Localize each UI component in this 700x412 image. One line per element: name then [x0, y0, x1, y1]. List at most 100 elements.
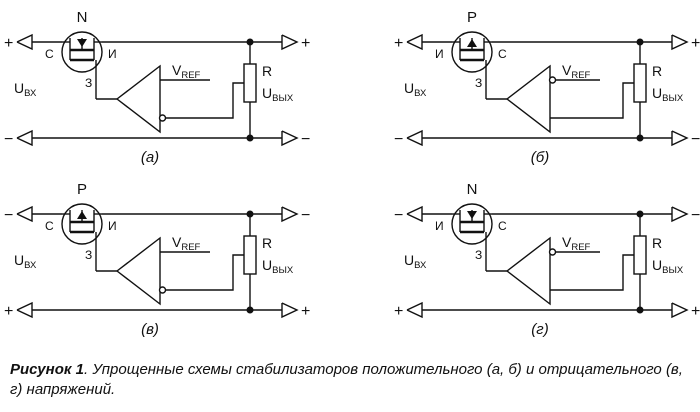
input-terminal-top	[16, 205, 33, 223]
output-terminal-top	[281, 34, 299, 51]
comparator-inverting-bubble	[158, 286, 167, 294]
vref-label: VREF	[172, 234, 201, 253]
circuit-1: + − + − N С И З VREF R UВХ UВЫХ (а)	[4, 9, 310, 166]
vout-label: UВЫХ	[652, 85, 684, 104]
output-terminal-top	[671, 206, 689, 223]
comparator-triangle	[506, 64, 551, 134]
terminal-sign-in-top: −	[394, 207, 403, 224]
resistor	[243, 63, 257, 103]
resistor-label: R	[262, 63, 272, 79]
resistor-label: R	[652, 63, 662, 79]
terminal-sign-out-bottom: −	[301, 131, 310, 148]
output-terminal-bottom	[671, 302, 689, 319]
vref-label: VREF	[172, 62, 201, 81]
input-terminal-bottom	[16, 301, 33, 319]
junction-dot-top	[636, 210, 644, 218]
circuit-caption: (в)	[141, 321, 159, 338]
junction-dot-top	[636, 38, 644, 46]
transistor-pin-left-label: С	[45, 219, 54, 233]
transistor-type-label: N	[467, 181, 478, 198]
terminal-sign-out-top: −	[301, 207, 310, 224]
terminal-sign-in-top: −	[4, 207, 13, 224]
transistor-gate-label: З	[85, 76, 92, 90]
comparator-inverting-bubble	[548, 248, 557, 256]
resistor-label: R	[652, 235, 662, 251]
transistor-circle	[61, 203, 103, 245]
figure-caption-label: Рисунок 1	[10, 361, 84, 378]
transistor-pin-right-label: С	[498, 219, 507, 233]
vin-label: UВХ	[404, 80, 427, 99]
junction-dot-bottom	[636, 306, 644, 314]
input-terminal-bottom	[16, 129, 33, 147]
transistor-gate-label: З	[475, 76, 482, 90]
feedback-wire	[550, 82, 634, 119]
transistor-circle	[61, 31, 103, 73]
input-terminal-top	[406, 33, 423, 51]
output-terminal-top	[281, 206, 299, 223]
comparator-triangle	[116, 64, 161, 134]
terminal-sign-out-top: −	[691, 207, 700, 224]
circuit-caption: (а)	[141, 149, 159, 166]
transistor-pin-left-label: И	[435, 219, 444, 233]
vin-label: UВХ	[14, 80, 37, 99]
comparator-inverting-bubble	[158, 114, 167, 122]
circuit-caption: (г)	[531, 321, 548, 338]
output-terminal-top	[671, 34, 689, 51]
terminal-sign-out-bottom: +	[691, 303, 700, 320]
terminal-sign-out-bottom: −	[691, 131, 700, 148]
output-terminal-bottom	[281, 130, 299, 147]
transistor-pin-left-label: С	[45, 47, 54, 61]
terminal-sign-out-top: +	[301, 35, 310, 52]
terminal-sign-in-bottom: +	[4, 303, 13, 320]
junction-dot-bottom	[246, 134, 254, 142]
transistor-pin-right-label: И	[108, 47, 117, 61]
transistor-circle	[451, 31, 493, 73]
input-terminal-top	[16, 33, 33, 51]
figure-caption-text: . Упрощенные схемы стабилизаторов положи…	[10, 361, 683, 398]
feedback-wire	[550, 254, 634, 291]
vout-label: UВЫХ	[652, 257, 684, 276]
comparator-inverting-bubble	[548, 76, 557, 84]
transistor-circle	[451, 203, 493, 245]
figure-caption: Рисунок 1. Упрощенные схемы стабилизатор…	[10, 360, 690, 400]
circuit-caption: (б)	[531, 149, 549, 166]
junction-dot-bottom	[246, 306, 254, 314]
output-terminal-bottom	[671, 130, 689, 147]
transistor-type-label: P	[77, 181, 87, 198]
vout-label: UВЫХ	[262, 257, 294, 276]
circuit-4: − + − + N И С З VREF R UВХ UВЫХ (г)	[394, 181, 700, 338]
vout-label: UВЫХ	[262, 85, 294, 104]
terminal-sign-out-top: +	[691, 35, 700, 52]
input-terminal-bottom	[406, 301, 423, 319]
transistor-gate-label: З	[475, 248, 482, 262]
junction-dot-top	[246, 38, 254, 46]
transistor-type-label: N	[77, 9, 88, 26]
comparator-triangle	[116, 236, 161, 306]
circuit-diagrams: + − + − N С И З VREF R UВХ UВЫХ (а) + − + − P И С З VREF R UВХ U…	[4, 9, 700, 338]
feedback-wire	[165, 82, 244, 119]
resistor-label: R	[262, 235, 272, 251]
input-terminal-top	[406, 205, 423, 223]
terminal-sign-in-bottom: −	[394, 131, 403, 148]
vin-label: UВХ	[404, 252, 427, 271]
vref-label: VREF	[562, 234, 591, 253]
transistor-pin-right-label: И	[108, 219, 117, 233]
resistor	[633, 63, 647, 103]
transistor-type-label: P	[467, 9, 477, 26]
terminal-sign-in-bottom: +	[394, 303, 403, 320]
terminal-sign-in-bottom: −	[4, 131, 13, 148]
vref-label: VREF	[562, 62, 591, 81]
resistor	[633, 235, 647, 275]
vin-label: UВХ	[14, 252, 37, 271]
transistor-pin-right-label: С	[498, 47, 507, 61]
resistor	[243, 235, 257, 275]
terminal-sign-out-bottom: +	[301, 303, 310, 320]
input-terminal-bottom	[406, 129, 423, 147]
terminal-sign-in-top: +	[4, 35, 13, 52]
junction-dot-bottom	[636, 134, 644, 142]
feedback-wire	[165, 254, 244, 291]
junction-dot-top	[246, 210, 254, 218]
transistor-pin-left-label: И	[435, 47, 444, 61]
